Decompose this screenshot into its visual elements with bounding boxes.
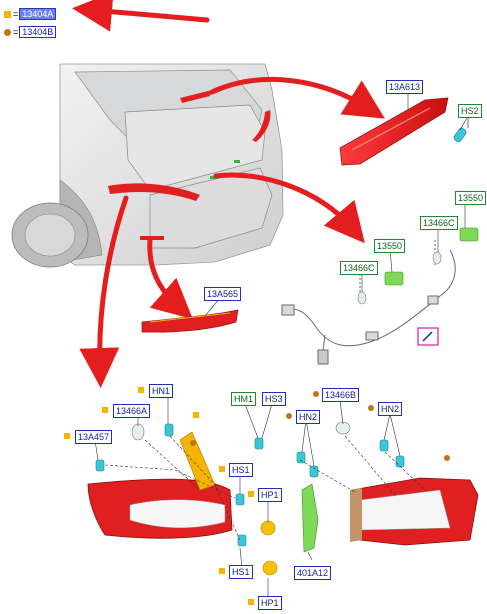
flow-arrows (72, 0, 385, 388)
square-indicator-icon (64, 433, 70, 439)
socket-hs1-a (235, 493, 245, 506)
callout-hs1-lower[interactable]: HS1 (229, 565, 253, 579)
high-mount-stop-lamp (339, 97, 449, 166)
callout-13466b[interactable]: 13466B (322, 388, 360, 402)
wire-clip-icon (422, 331, 433, 342)
bulb-13466c-right (432, 251, 442, 265)
legend-code-dot[interactable]: 13404B (19, 26, 57, 38)
callout-hs2[interactable]: HS2 (458, 104, 482, 118)
callout-13a565[interactable]: 13A565 (204, 287, 242, 301)
square-indicator-icon (248, 491, 254, 497)
callout-hp1-lower[interactable]: HP1 (258, 596, 282, 610)
tail-lamp-left (87, 431, 233, 539)
callout-hs3[interactable]: HS3 (262, 392, 286, 406)
bulb-13466c-left (357, 291, 367, 305)
arrow-to-legend-code (72, 0, 210, 32)
square-indicator-icon (248, 599, 254, 605)
dot-indicator-icon (313, 391, 319, 397)
connector-13550-right (459, 227, 479, 242)
car-rear-illustration (11, 63, 284, 268)
bulbs-glass (131, 421, 351, 441)
dot-indicator-icon (286, 413, 292, 419)
connector-13550-left (384, 271, 404, 286)
tail-lamp-right (350, 477, 479, 546)
legend-row-dot: =13404B (4, 26, 57, 38)
callout-13466a[interactable]: 13466A (113, 404, 151, 418)
square-indicator-icon (102, 407, 108, 413)
bulb-13466a (131, 423, 145, 441)
callout-13466c-left[interactable]: 13466C (340, 261, 378, 275)
callout-hp1-upper[interactable]: HP1 (258, 488, 282, 502)
arrow-to-reflector (147, 237, 193, 320)
callout-hn2-right[interactable]: HN2 (378, 402, 403, 416)
legend-code-square[interactable]: 13404A (19, 8, 57, 20)
rear-reflector (141, 309, 239, 333)
callout-hs1-upper[interactable]: HS1 (229, 463, 253, 477)
gasket-401a12 (301, 483, 319, 553)
callout-hn1[interactable]: HN1 (149, 384, 174, 398)
dot-indicator-icon (4, 29, 11, 37)
square-indicator-icon (4, 11, 11, 19)
bulb-hp1-a (260, 520, 276, 536)
callout-401a12[interactable]: 401A12 (294, 566, 332, 580)
callout-13550-left[interactable]: 13550 (374, 239, 406, 253)
dot-indicator-icon (190, 440, 196, 446)
square-indicator-icon (219, 466, 225, 472)
square-indicator-icon (193, 412, 199, 418)
socket-hn2-d (395, 455, 405, 468)
socket-hs1-b (237, 534, 247, 547)
socket-13a457 (95, 459, 105, 472)
socket-hn2-a (296, 451, 306, 464)
dot-indicator-icon (444, 455, 450, 461)
callout-13550-right[interactable]: 13550 (455, 191, 487, 205)
legend-row-square: =13404A (4, 8, 57, 20)
socket-hn2-c (379, 439, 389, 452)
callout-13a613[interactable]: 13A613 (386, 80, 424, 94)
bulb-hs2 (453, 118, 469, 143)
socket-hn2-b (309, 465, 319, 478)
callout-hm1[interactable]: HM1 (231, 392, 257, 406)
callout-13a457[interactable]: 13A457 (75, 430, 113, 444)
arrow-to-high-mount-lamp (209, 77, 385, 119)
square-indicator-icon (219, 568, 225, 574)
leader-lines (94, 92, 469, 598)
socket-hm1 (254, 437, 264, 450)
square-indicator-icon (138, 387, 144, 393)
license-lamp-harness (281, 240, 456, 365)
magenta-highlight-box[interactable] (417, 327, 439, 346)
socket-hn1 (164, 423, 174, 437)
arrow-to-tail-lamp (79, 195, 129, 388)
callout-13466c-right[interactable]: 13466C (420, 216, 458, 230)
dot-indicator-icon (368, 405, 374, 411)
bulb-hp1-b (262, 560, 278, 576)
callout-hn2-center[interactable]: HN2 (296, 410, 321, 424)
arrow-to-license-harness (213, 172, 365, 244)
